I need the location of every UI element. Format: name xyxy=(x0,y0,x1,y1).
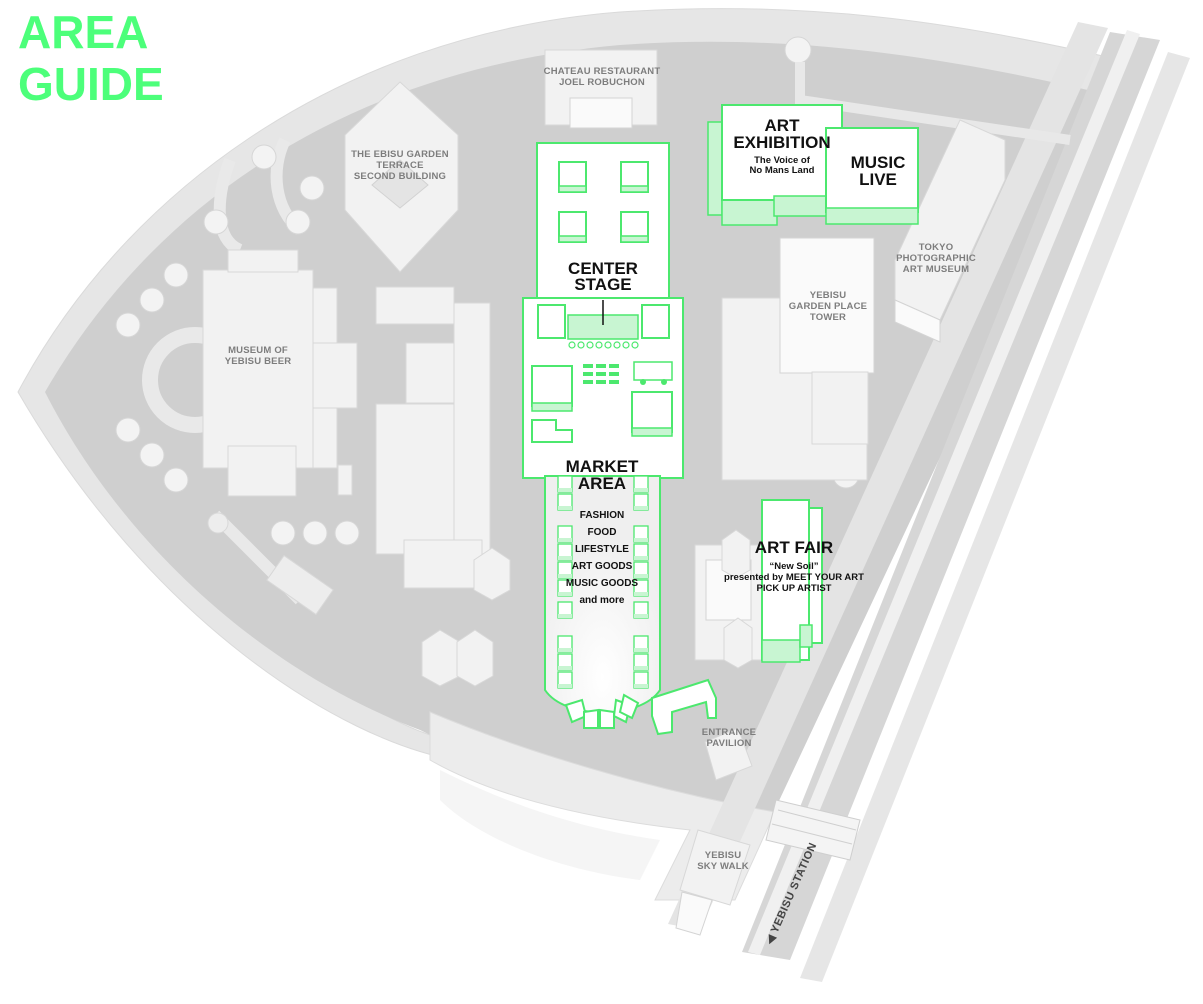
music-live-title-1: MUSIC xyxy=(851,153,906,172)
art-fair-side-building xyxy=(694,529,766,669)
terrace-label-1: THE EBISU GARDEN xyxy=(351,149,449,160)
center-stage-title-1: CENTER xyxy=(568,259,638,278)
entrance-label-2: PAVILION xyxy=(706,738,751,749)
title-line2: GUIDE xyxy=(18,58,164,110)
market-stall-base xyxy=(558,488,572,492)
garden-place-label-3: TOWER xyxy=(810,312,846,323)
market-stall-base xyxy=(634,574,648,578)
photo-museum-label-3: ART MUSEUM xyxy=(903,264,969,275)
market-category-music-goods: MUSIC GOODS xyxy=(566,578,639,589)
market-stall-base xyxy=(558,538,572,542)
garden-place-tower xyxy=(721,237,875,481)
market-category-art-goods: ART GOODS xyxy=(572,561,633,572)
market-stall-base xyxy=(634,488,648,492)
stage-seats xyxy=(568,341,639,349)
market-stall-base xyxy=(558,614,572,618)
music-live-zone[interactable] xyxy=(825,127,919,225)
market-stall-base xyxy=(558,506,572,510)
market-category-food: FOOD xyxy=(588,527,617,538)
art-exhibition-title-1: ART xyxy=(765,116,801,135)
market-stall-base xyxy=(558,648,572,652)
center-stage-title-2: STAGE xyxy=(574,275,631,294)
market-stall-base xyxy=(634,684,648,688)
terrace-label-2: TERRACE xyxy=(376,160,423,171)
market-stalls xyxy=(557,475,649,689)
market-area-title-1: MARKET xyxy=(566,457,639,476)
small-houses xyxy=(421,629,494,687)
market-stall-base xyxy=(558,684,572,688)
skywalk-label-2: SKY WALK xyxy=(697,861,749,872)
chateau-label-2: JOEL ROBUCHON xyxy=(559,77,645,88)
museum-beer-label-2: YEBISU BEER xyxy=(225,356,292,367)
station-bridge xyxy=(765,799,861,861)
garden-place-label-1: YEBISU xyxy=(810,290,847,301)
market-stall-base xyxy=(634,506,648,510)
market-arc-stalls xyxy=(564,693,640,729)
food-truck-icon xyxy=(633,361,673,385)
market-stall-base xyxy=(634,648,648,652)
railway xyxy=(668,22,1190,982)
market-stall-base xyxy=(558,574,572,578)
market-booths-upper xyxy=(531,365,673,443)
title-line1: AREA xyxy=(18,6,148,58)
art-fair-zone[interactable] xyxy=(761,499,823,663)
chateau-label-1: CHATEAU RESTAURANT xyxy=(544,66,661,77)
market-stall-base xyxy=(634,556,648,560)
market-area-title-2: AREA xyxy=(578,474,626,493)
photo-museum-label-1: TOKYO xyxy=(919,242,954,253)
terrace-building xyxy=(344,81,459,273)
middle-buildings xyxy=(375,286,511,601)
music-live-title-2: LIVE xyxy=(859,170,897,189)
garden-place-label-2: GARDEN PLACE xyxy=(789,301,867,312)
art-fair-sub-2: presented by MEET YOUR ART xyxy=(724,572,864,583)
art-exhibition-zone[interactable] xyxy=(707,104,843,226)
art-fair-sub-1: “New Soil” xyxy=(769,561,818,572)
market-stall-base xyxy=(634,592,648,596)
photo-museum-building xyxy=(894,119,1006,343)
skywalk-label-1: YEBISU xyxy=(705,850,742,861)
museum-beer-label-1: MUSEUM OF xyxy=(228,345,288,356)
market-stall-base xyxy=(558,666,572,670)
market-category-more: and more xyxy=(579,595,624,606)
market-stall-base xyxy=(634,666,648,670)
entrance-pavilion xyxy=(704,727,753,781)
art-exhibition-sub-1: The Voice of xyxy=(754,155,811,166)
lower-walkway xyxy=(429,711,776,901)
food-tables xyxy=(583,364,619,384)
terrace-label-3: SECOND BUILDING xyxy=(354,171,446,182)
market-stall-base xyxy=(634,614,648,618)
entrance-gate xyxy=(651,678,717,736)
trees xyxy=(115,36,860,546)
skywalk-building xyxy=(675,829,751,936)
market-stall-base xyxy=(558,556,572,560)
art-fair-sub-3: PICK UP ARTIST xyxy=(757,583,832,594)
art-exhibition-title-2: EXHIBITION xyxy=(733,133,830,152)
photo-museum-label-2: PHOTOGRAPHIC xyxy=(896,253,976,264)
center-stage-zone[interactable] xyxy=(522,142,684,479)
market-stall-base xyxy=(558,592,572,596)
entrance-label-1: ENTRANCE xyxy=(702,727,756,738)
market-category-fashion: FASHION xyxy=(580,510,624,521)
lower-lawn xyxy=(440,770,660,880)
art-exhibition-sub-2: No Mans Land xyxy=(750,165,815,176)
chateau-building xyxy=(544,49,658,129)
market-stall-base xyxy=(634,538,648,542)
museum-beer-building xyxy=(202,249,358,497)
art-fair-title: ART FAIR xyxy=(755,538,833,557)
market-category-lifestyle: LIFESTYLE xyxy=(575,544,629,555)
